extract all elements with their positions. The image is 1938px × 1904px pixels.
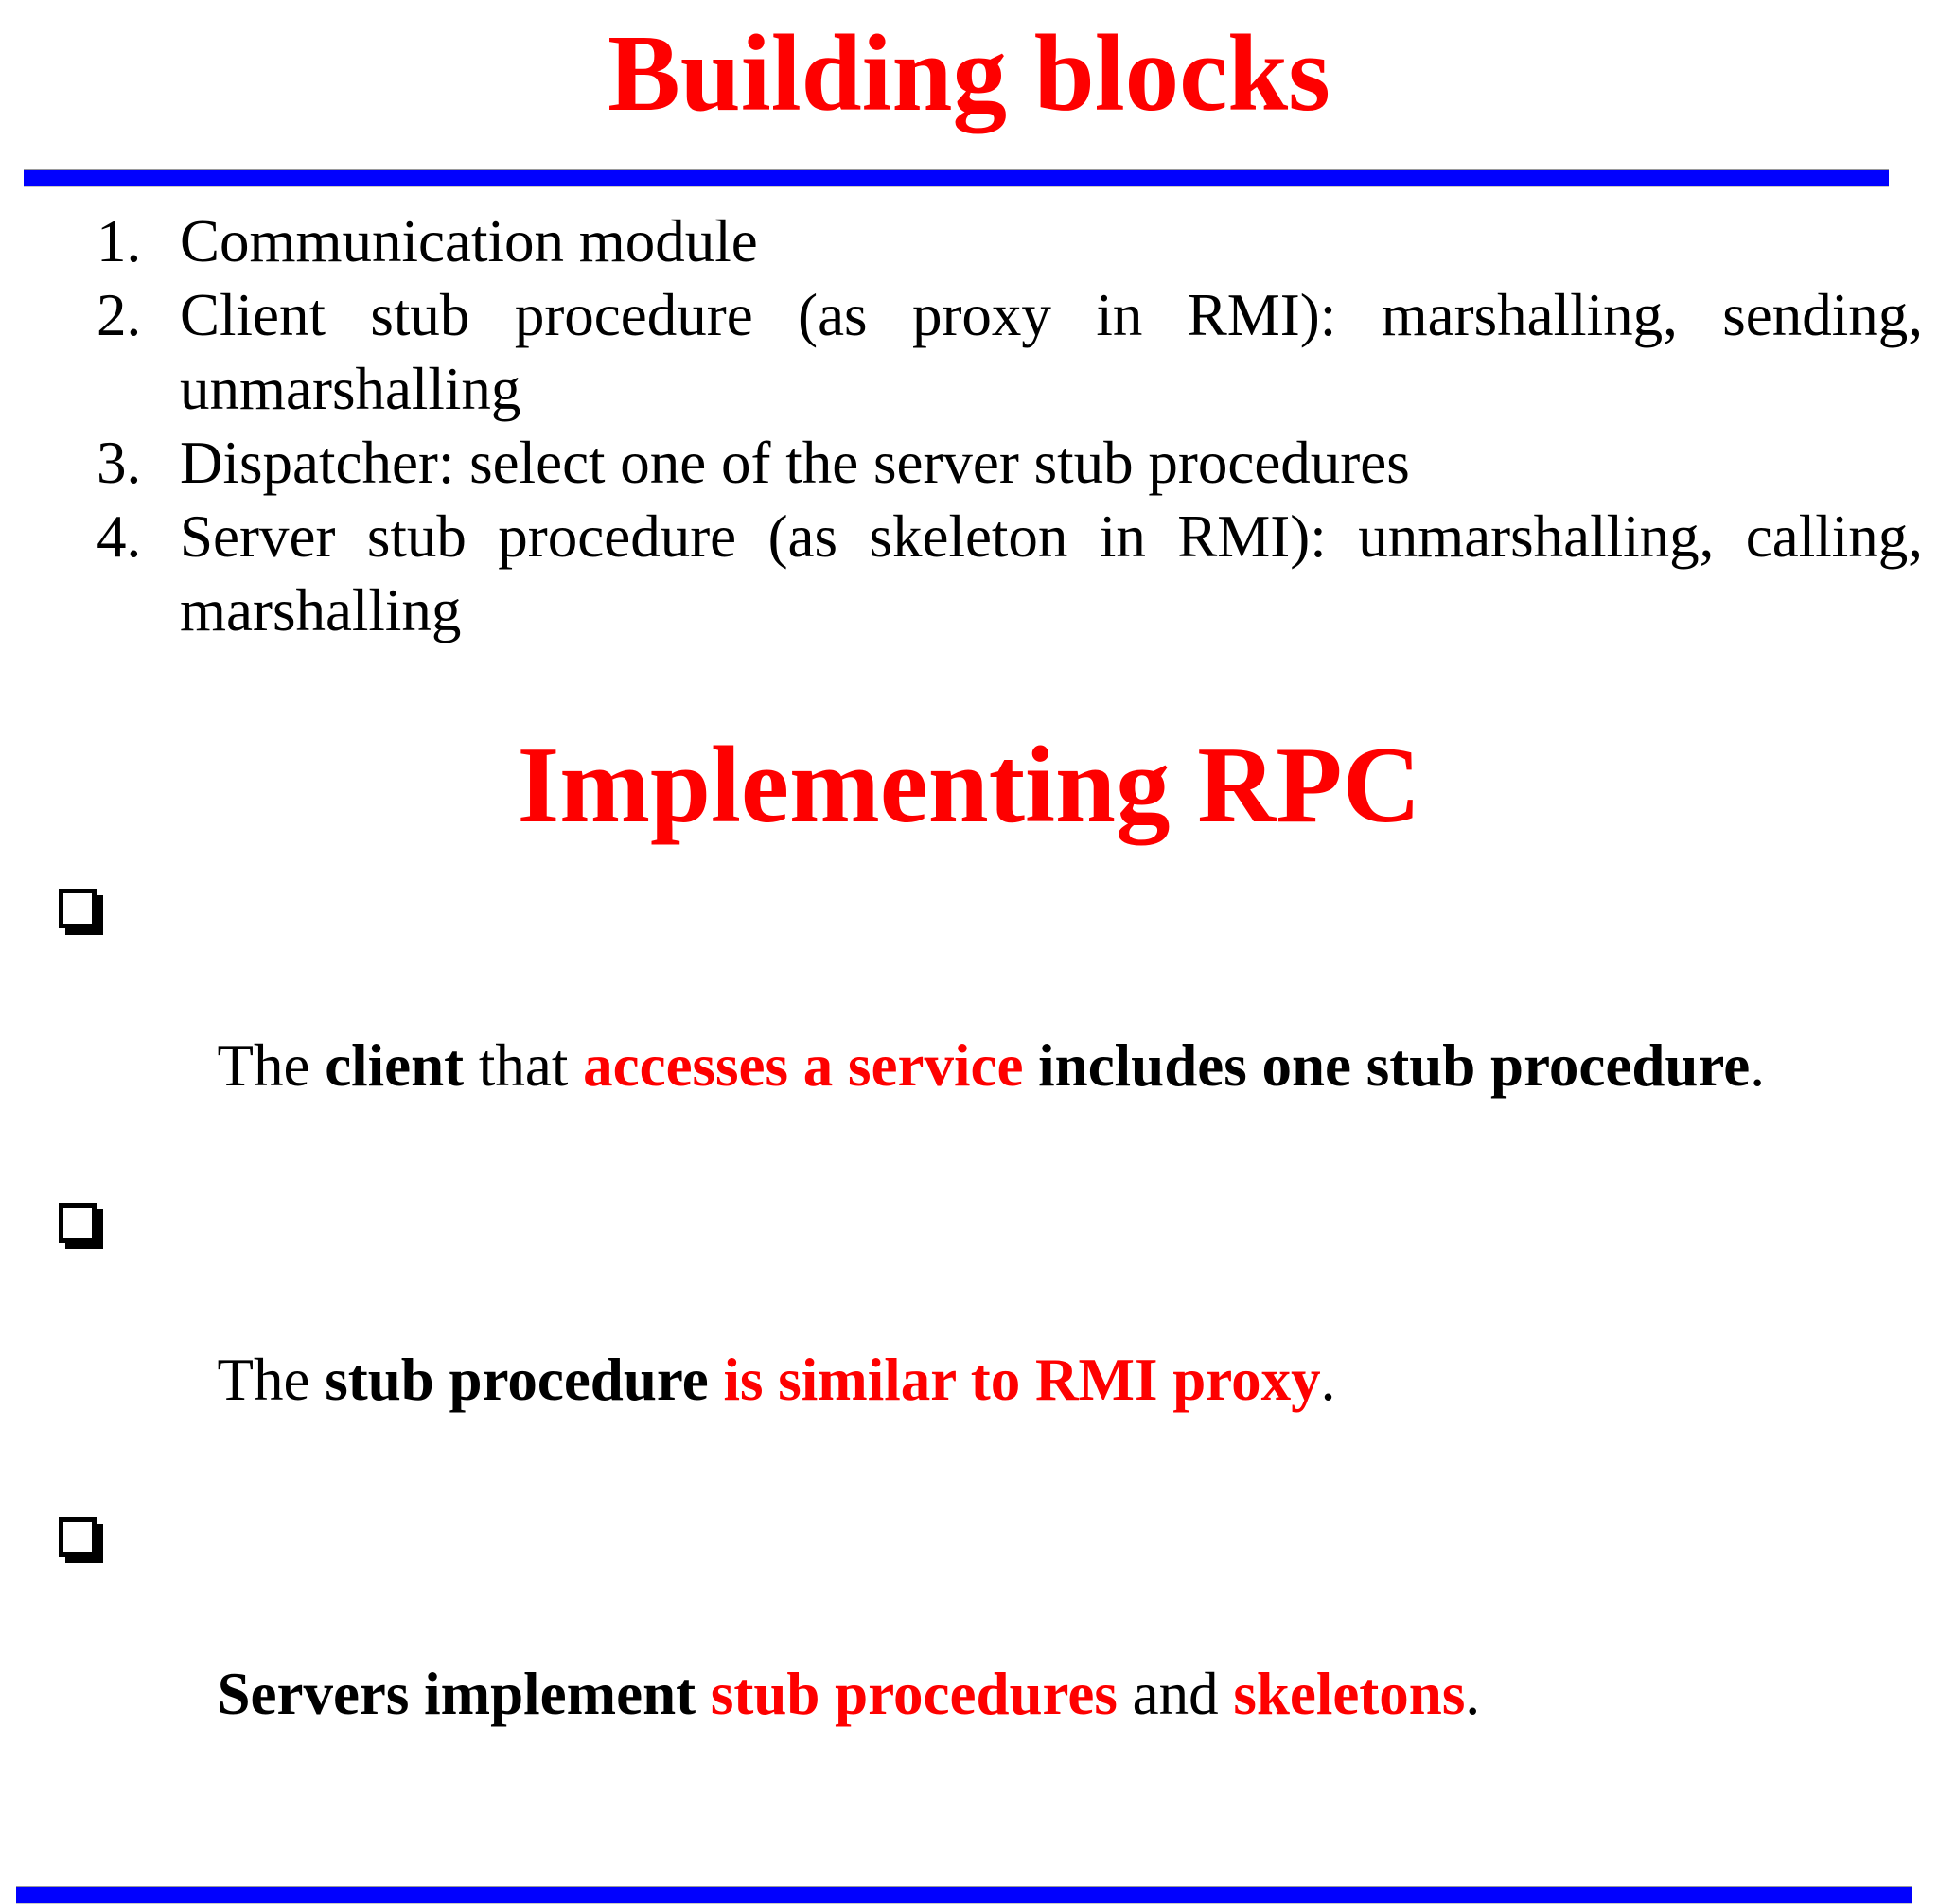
implementing-rpc-bullets: The client that accesses a service inclu… [0,881,1938,1805]
list-item-text: Server stub procedure (as skeleton in RM… [180,502,1923,570]
list-item-text-wrap: marshalling [180,576,462,643]
checkbox-bullet-icon [59,888,97,928]
bullet-segment: accesses a service [583,1031,1024,1099]
implementing-rpc-title: Implementing RPC [517,724,1421,845]
bullet-segment: is similar to RMI proxy [723,1346,1321,1413]
bullet-segment: includes one stub procedure [1023,1031,1751,1099]
list-item-text-wrap: unmarshalling [180,355,521,422]
list-item-number: 4. [97,502,142,570]
list-item: 2. Client stub procedure (as proxy in RM… [97,278,1923,426]
building-blocks-list: 1. Communication module 2. Client stub p… [0,204,1938,647]
list-item-text: Communication module [180,207,758,274]
bullet-segment: The [217,1031,326,1099]
list-item-number: 1. [97,207,142,274]
bullet-segment: . [1750,1031,1765,1099]
list-item-text: Dispatcher: select one of the server stu… [180,429,1410,496]
slide: Building blocks 1. Communication module … [0,13,1938,1904]
bullet-segment: client [325,1031,465,1099]
list-item-number: 3. [97,429,142,496]
bullet-segment: that [464,1031,584,1099]
bullet-segment: skeletons [1233,1660,1466,1727]
bullet-segment: The [217,1346,326,1413]
bullet-segment: . [1320,1346,1336,1413]
list-item: 3. Dispatcher: select one of the server … [97,426,1923,500]
bullet-segment: Servers implement [217,1660,711,1727]
bullet-item: Servers implement stub procedures and sk… [0,1509,1938,1805]
list-item: 1. Communication module [97,204,1923,278]
top-divider-rule [24,168,1889,187]
list-item: 4. Server stub procedure (as skeleton in… [97,500,1923,647]
bullet-segment: stub procedure [325,1346,724,1413]
bullet-segment: . [1465,1660,1481,1727]
checkbox-bullet-icon [59,1516,97,1557]
list-item-text: Client stub procedure (as proxy in RMI):… [180,281,1923,348]
checkbox-bullet-icon [59,1202,97,1243]
bullet-segment: and [1117,1660,1234,1727]
bullet-item: The client that accesses a service inclu… [0,881,1938,1176]
building-blocks-title: Building blocks [608,13,1330,133]
bullet-item: The stub procedure is similar to RMI pro… [0,1195,1938,1490]
bottom-divider-rule [16,1885,1912,1904]
list-item-number: 2. [97,281,142,348]
bullet-segment: stub procedures [710,1660,1118,1727]
